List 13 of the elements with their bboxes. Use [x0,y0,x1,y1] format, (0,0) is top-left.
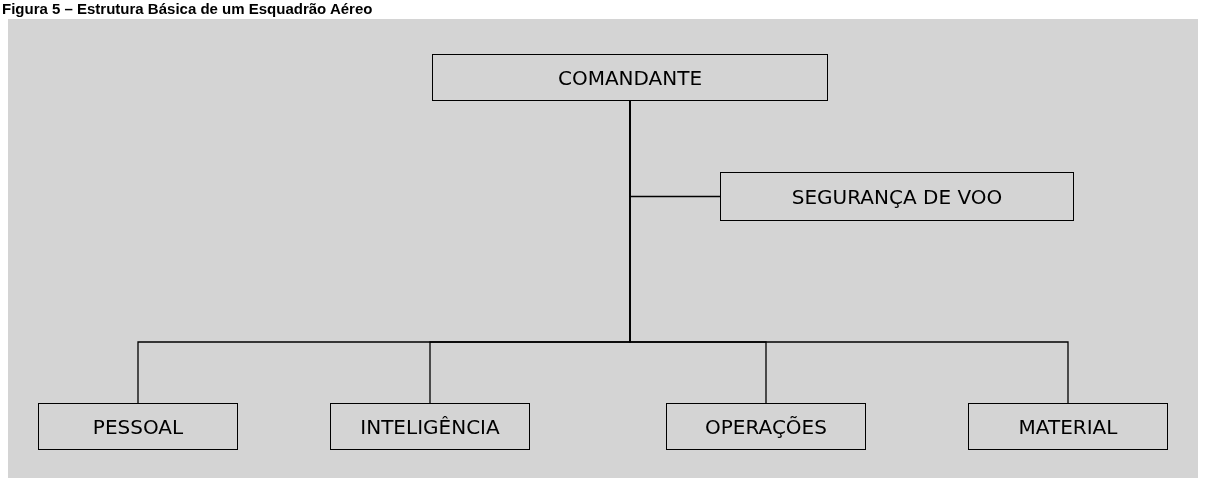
unit-name: INTELIGÊNCIA [360,414,500,439]
org-box [968,403,1168,450]
org-box [720,172,1074,221]
unit-name: OPERAÇÕES [705,414,827,439]
org-box [432,54,828,101]
org-box [38,403,238,450]
unit-name: PESSOAL [92,414,184,439]
unit-name: COMANDANTE [557,65,703,90]
unit-name: MATERIAL [1018,414,1118,439]
org-box [666,403,866,450]
org-box [330,403,530,450]
unit-name: SEGURANÇA DE VOO [791,184,1003,209]
figure-title: Figura 5 – Estrutura Básica de um Esquadrão Aéreo [2,0,373,17]
